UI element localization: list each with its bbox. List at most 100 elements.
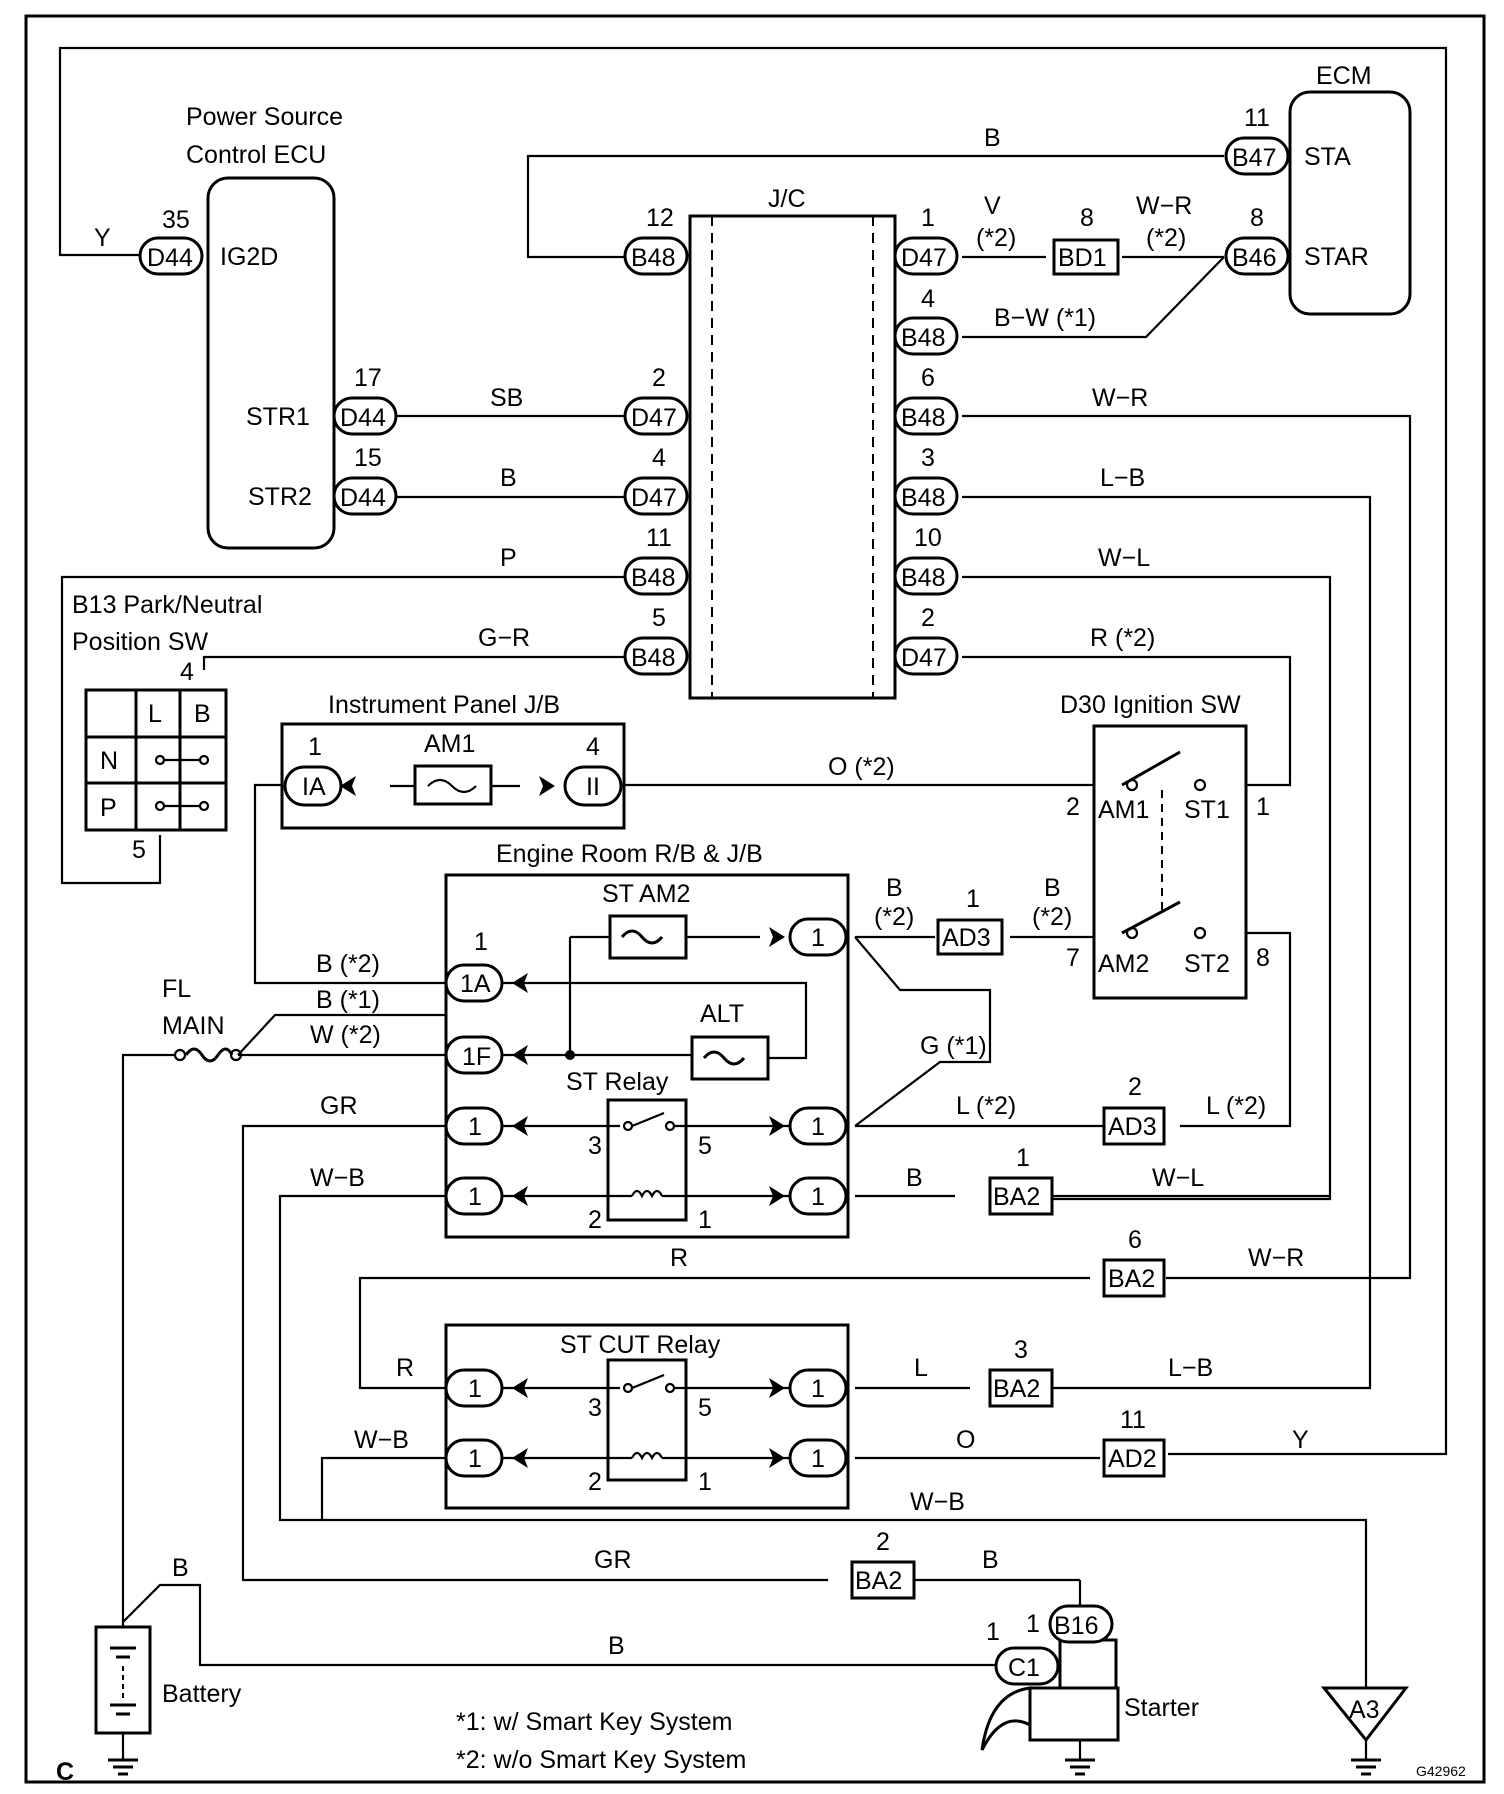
- conn-ba2-3: BA2: [993, 1375, 1040, 1403]
- ign-sw-am2: AM2: [1098, 950, 1149, 978]
- pin-5-str: 5: [698, 1132, 712, 1160]
- outer-frame: [24, 14, 1486, 1784]
- er-jb-title: Engine Room R/B & J/B: [496, 840, 763, 868]
- starter-motor: [980, 1638, 1120, 1776]
- conn-ad3-2: AD3: [1108, 1113, 1157, 1141]
- pin-4-d47: 4: [652, 444, 666, 472]
- pin-4-ii: 4: [586, 733, 600, 761]
- conn-b48-5: B48: [631, 644, 675, 672]
- wire-y-ad2: Y: [1292, 1426, 1309, 1454]
- conn-b48-6: B48: [901, 404, 945, 432]
- pin-12: 12: [646, 204, 674, 232]
- ecm-pin-star: STAR: [1304, 243, 1369, 271]
- ground-a3: [1320, 1686, 1410, 1743]
- conn-c1: C1: [1008, 1654, 1040, 1682]
- pn-sw-col-l: L: [148, 700, 162, 728]
- figure-id: G42962: [1416, 1763, 1466, 1779]
- pin-1-ia: 1: [308, 733, 322, 761]
- wire-l-b-cut: L−B: [1168, 1354, 1213, 1382]
- conn-b48-11: B48: [631, 564, 675, 592]
- pin-3-ba2: 3: [1014, 1336, 1028, 1364]
- pin-17: 17: [354, 364, 382, 392]
- wire-gr-ba2: GR: [594, 1546, 632, 1574]
- ip-jb-title: Instrument Panel J/B: [328, 691, 560, 719]
- wire-w-b-cut: W−B: [354, 1426, 409, 1454]
- conn-ii: II: [586, 773, 600, 801]
- pin-5-pn: 5: [132, 836, 146, 864]
- conn-1f: 1F: [462, 1043, 491, 1071]
- conn-b48-3: B48: [901, 484, 945, 512]
- pin-35: 35: [162, 206, 190, 234]
- wire-y: Y: [94, 224, 111, 252]
- pin-2-str: 2: [588, 1206, 602, 1234]
- note-1: *1: w/ Smart Key System: [456, 1708, 732, 1736]
- starter-title: Starter: [1124, 1694, 1199, 1722]
- pn-sw-title-1: B13 Park/Neutral: [72, 591, 262, 619]
- ecm-title: ECM: [1316, 62, 1372, 90]
- fl-main-1: FL: [162, 975, 191, 1003]
- pin-2-cut: 2: [588, 1468, 602, 1496]
- wire-b-c1: B: [608, 1632, 625, 1660]
- wire-w-r-ecm: W−R: [1136, 192, 1192, 220]
- diagram-code: C: [56, 1758, 74, 1786]
- pin-5-b48: 5: [652, 604, 666, 632]
- conn-ia: IA: [302, 773, 326, 801]
- pin-2-ad3: 2: [1128, 1073, 1142, 1101]
- er-jb-relay: ST Relay: [566, 1068, 669, 1096]
- conn-er-1b: 1: [468, 1183, 482, 1211]
- wire-w-b-gnd: W−B: [910, 1488, 965, 1516]
- conn-d47-2: D47: [631, 404, 677, 432]
- pin-2-ba2: 2: [876, 1528, 890, 1556]
- conn-d47-4: D47: [631, 484, 677, 512]
- pin-1-ba2: 1: [1016, 1144, 1030, 1172]
- conn-1a: 1A: [460, 970, 491, 998]
- ecm-pin-sta: STA: [1304, 143, 1351, 171]
- connector-ovals: [138, 136, 1290, 1686]
- pn-sw-title-2: Position SW: [72, 628, 209, 656]
- wire-r-cut: R: [396, 1354, 414, 1382]
- wire-b-1: B (*1): [316, 986, 380, 1014]
- conn-ba2-1: BA2: [993, 1183, 1040, 1211]
- wire-b-batt: B: [172, 1554, 189, 1582]
- conn-er-r2: 1: [811, 1113, 825, 1141]
- ign-sw-am1: AM1: [1098, 796, 1149, 824]
- wire-v: V: [984, 192, 1001, 220]
- pn-sw-col-b: B: [194, 700, 211, 728]
- pin-1-ign: 1: [1256, 793, 1270, 821]
- pin-8-bd1: 8: [1080, 204, 1094, 232]
- wire-g-r: G−R: [478, 624, 530, 652]
- note-2: *2: w/o Smart Key System: [456, 1746, 746, 1774]
- wire-o-2: O (*2): [828, 753, 895, 781]
- pin-6-b48: 6: [921, 364, 935, 392]
- pin-10-b48: 10: [914, 524, 942, 552]
- st-cut-relay-title: ST CUT Relay: [560, 1331, 721, 1359]
- ign-sw-st1: ST1: [1184, 796, 1230, 824]
- ign-sw-title: D30 Ignition SW: [1060, 691, 1241, 719]
- pin-6-ba2: 6: [1128, 1226, 1142, 1254]
- pin-4-pn: 4: [180, 658, 194, 686]
- wire-b-starter: B: [982, 1546, 999, 1574]
- pin-15: 15: [354, 444, 382, 472]
- conn-b16: B16: [1054, 1612, 1098, 1640]
- conn-ad2: AD2: [1108, 1445, 1157, 1473]
- wire-r: R: [670, 1244, 688, 1272]
- wire-b-ba2: B: [906, 1164, 923, 1192]
- wire-g-1: G (*1): [920, 1032, 987, 1060]
- conn-ba2-2: BA2: [855, 1567, 902, 1595]
- wire-b-ad3l: B: [886, 874, 903, 902]
- wire-l-2: L (*2): [956, 1092, 1016, 1120]
- wire-sb: SB: [490, 384, 523, 412]
- pin-3-str: 3: [588, 1132, 602, 1160]
- ip-jb-fuse-am1: AM1: [424, 730, 475, 758]
- conn-b48-4: B48: [901, 324, 945, 352]
- conn-cut-r2: 1: [811, 1445, 825, 1473]
- conn-cut-r1: 1: [811, 1375, 825, 1403]
- power-ecu-pin-str1: STR1: [246, 403, 310, 431]
- pin-3-cut: 3: [588, 1394, 602, 1422]
- ecm-box: [1288, 90, 1412, 316]
- power-ecu-title-1: Power Source: [186, 103, 343, 131]
- wire-w-r-ba2: W−R: [1248, 1244, 1304, 1272]
- pin-4-b48: 4: [921, 285, 935, 313]
- wire-b-ad3l-note: (*2): [874, 903, 914, 931]
